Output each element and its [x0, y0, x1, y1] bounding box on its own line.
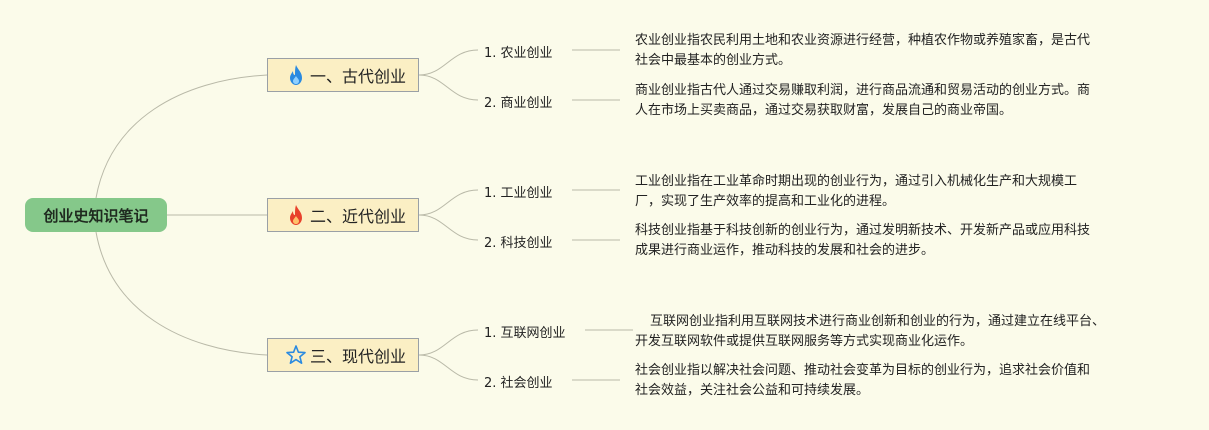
subtopic-industry[interactable]: 1. 工业创业 — [484, 186, 553, 201]
desc-line: 工业创业指在工业革命时期出现的创业行为，通过引入机械化生产和大规模工 — [635, 174, 1078, 189]
desc-line: 人在市场上买卖商品，通过交易获取财富，发展自己的商业帝国。 — [635, 103, 1013, 118]
topic-label: 一、古代创业 — [310, 67, 407, 86]
desc-line: 成果进行商业运作，推动科技的发展和社会的进步。 — [635, 243, 935, 258]
topic-label: 二、近代创业 — [310, 207, 407, 226]
subtopic-internet[interactable]: 1. 互联网创业 — [484, 326, 566, 341]
link-topic-sub-2-a — [418, 189, 479, 216]
link-topic-sub-1-a — [418, 49, 479, 76]
desc-commerce[interactable]: 商业创业指古代人通过交易赚取利润，进行商品流通和贸易活动的创业方式。商 人在市场… — [635, 81, 1130, 121]
blue-flame-icon — [286, 64, 306, 86]
link-topic-sub-1-b — [418, 74, 479, 101]
desc-line: 商业创业指古代人通过交易赚取利润，进行商品流通和贸易活动的创业方式。商 — [635, 83, 1091, 98]
subtopic-social[interactable]: 2. 社会创业 — [484, 376, 553, 391]
root-node[interactable]: 创业史知识笔记 — [25, 198, 167, 232]
root-label: 创业史知识笔记 — [43, 206, 149, 225]
desc-line: 农业创业指农民利用土地和农业资源进行经营，种植农作物或养殖家畜，是古代 — [635, 33, 1091, 48]
topic-contemporary[interactable]: 三、现代创业 — [267, 338, 419, 372]
desc-line: 社会创业指以解决社会问题、推动社会变革为目标的创业行为，追求社会价值和 — [635, 363, 1091, 378]
link-topic-sub-3-a — [418, 329, 479, 356]
subtopic-commerce[interactable]: 2. 商业创业 — [484, 96, 553, 111]
desc-line: 互联网创业指利用互联网技术进行商业创新和创业的行为，通过建立在线平台、 — [650, 314, 1106, 329]
desc-social[interactable]: 社会创业指以解决社会问题、推动社会变革为目标的创业行为，追求社会价值和 社会效益… — [635, 361, 1130, 401]
red-flame-icon — [286, 204, 306, 226]
link-topic-sub-3-b — [418, 354, 479, 381]
desc-line: 开发互联网软件或提供互联网服务等方式实现商业化运作。 — [635, 334, 974, 349]
topic-label: 三、现代创业 — [310, 347, 407, 366]
topic-ancient[interactable]: 一、古代创业 — [267, 58, 419, 92]
link-root-topic-1 — [95, 74, 268, 199]
subtopic-technology[interactable]: 2. 科技创业 — [484, 236, 553, 251]
link-topic-sub-2-b — [418, 214, 479, 241]
link-root-topic-3 — [95, 231, 268, 356]
desc-line: 厂，实现了生产效率的提高和工业化的进程。 — [635, 194, 896, 209]
star-outline-icon — [286, 344, 306, 366]
subtopic-agriculture[interactable]: 1. 农业创业 — [484, 46, 553, 61]
desc-line: 社会中最基本的创业方式。 — [635, 53, 792, 68]
desc-technology[interactable]: 科技创业指基于科技创新的创业行为，通过发明新技术、开发新产品或应用科技 成果进行… — [635, 221, 1130, 261]
desc-agriculture[interactable]: 农业创业指农民利用土地和农业资源进行经营，种植农作物或养殖家畜，是古代 社会中最… — [635, 31, 1130, 71]
desc-industry[interactable]: 工业创业指在工业革命时期出现的创业行为，通过引入机械化生产和大规模工 厂，实现了… — [635, 172, 1130, 212]
desc-line: 社会效益，关注社会公益和可持续发展。 — [635, 383, 870, 398]
desc-internet[interactable]: 互联网创业指利用互联网技术进行商业创新和创业的行为，通过建立在线平台、 开发互联… — [635, 312, 1145, 352]
desc-line: 科技创业指基于科技创新的创业行为，通过发明新技术、开发新产品或应用科技 — [635, 223, 1091, 238]
topic-modern-era[interactable]: 二、近代创业 — [267, 198, 419, 232]
